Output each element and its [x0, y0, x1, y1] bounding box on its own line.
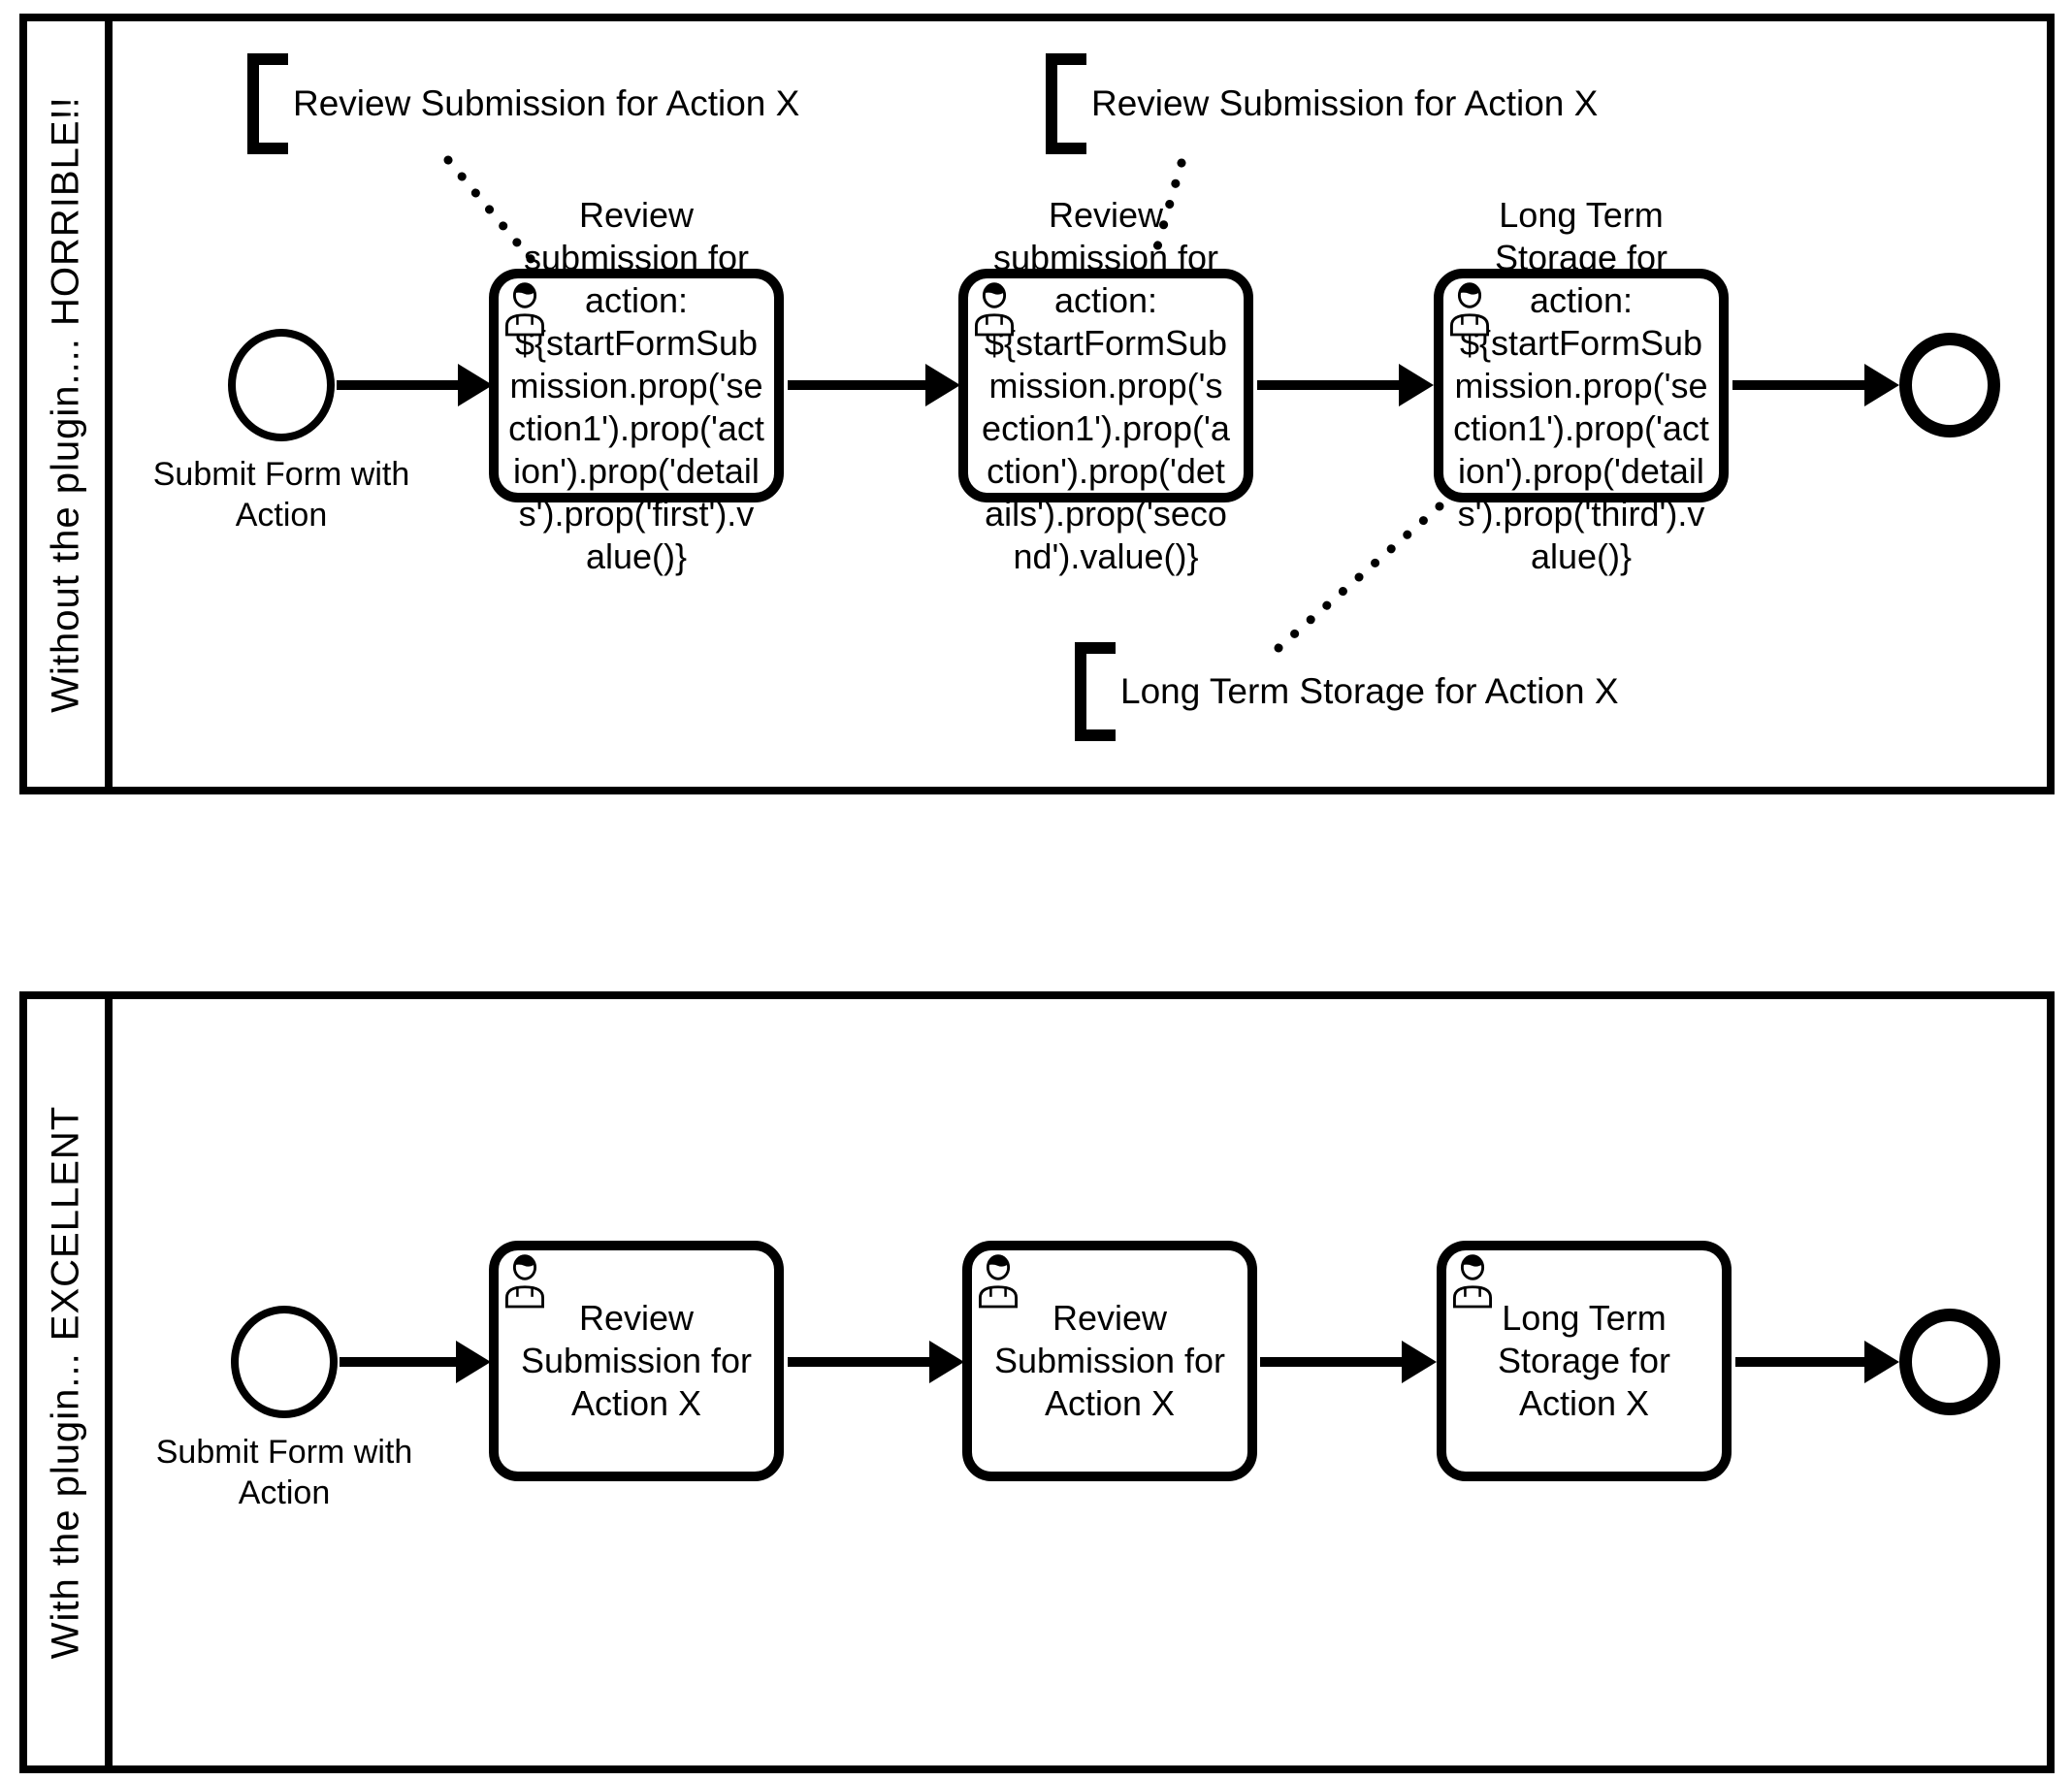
start-event-label: Submit Form with Action: [155, 1434, 413, 1511]
text-annotation-bracket: [1075, 642, 1116, 741]
start-event: [231, 1306, 338, 1418]
user-task: [962, 1241, 1257, 1481]
sequence-flow-arrow: [1735, 1341, 1899, 1383]
association-dotted-line: [443, 155, 536, 265]
sequence-flow-arrow: [1257, 364, 1434, 406]
task-label: Review Submission for Action X: [993, 1298, 1226, 1423]
sequence-flow-arrow: [340, 1341, 491, 1383]
task-label: Long Term Storage for Action X: [1497, 1298, 1671, 1423]
sequence-flow-arrow: [1732, 364, 1899, 406]
sequence-flow-arrow: [337, 364, 493, 406]
text-annotation: Review Submission for Action X: [1091, 83, 1599, 123]
association-dotted-line: [1148, 158, 1186, 269]
task-label: Review submission for action: ${startFor…: [982, 195, 1230, 576]
user-icon: [1453, 1254, 1492, 1309]
start-event-label: Submit Form with Action: [152, 456, 410, 534]
user-task: [489, 1241, 784, 1481]
sequence-flow-arrow: [788, 1341, 964, 1383]
end-event: [1899, 1309, 2000, 1415]
task-label: Review submission for action: ${startFor…: [508, 195, 764, 576]
association-dotted-line: [1274, 502, 1444, 653]
user-icon: [505, 282, 544, 337]
user-icon: [1450, 282, 1489, 337]
pool-label-band: Without the plugin.... HORRIBLE!!: [27, 21, 113, 787]
start-event: [228, 329, 335, 441]
sequence-flow-arrow: [1260, 1341, 1437, 1383]
text-annotation: Review Submission for Action X: [293, 83, 800, 123]
user-task: [958, 269, 1253, 502]
sequence-flow-arrow: [788, 364, 960, 406]
task-label: Long Term Storage for action: ${startFor…: [1453, 195, 1709, 576]
end-event: [1899, 333, 2000, 437]
task-label: Review Submission for Action X: [520, 1298, 753, 1423]
text-annotation: Long Term Storage for Action X: [1120, 671, 1619, 711]
user-icon: [505, 1254, 544, 1309]
user-task: [1434, 269, 1729, 502]
text-annotation-bracket: [1046, 53, 1086, 154]
text-annotation-bracket: [247, 53, 288, 154]
pool-label-band: With the plugin... EXCELLENT: [27, 999, 113, 1765]
user-icon: [975, 282, 1014, 337]
user-task: [489, 269, 784, 502]
user-task: [1437, 1241, 1732, 1481]
user-icon: [979, 1254, 1018, 1309]
